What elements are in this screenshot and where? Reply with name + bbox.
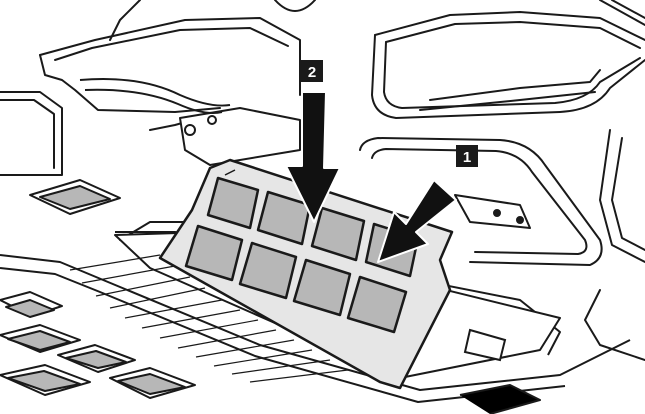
memory-chip — [238, 241, 298, 300]
memory-chip — [346, 275, 408, 334]
board-chips — [0, 179, 541, 414]
step-number: 1 — [463, 149, 471, 166]
screw-icon — [207, 115, 217, 125]
memory-chip — [256, 190, 312, 246]
wireless-card — [79, 78, 301, 166]
module-chips — [184, 176, 420, 334]
step-label-2: 2 — [301, 60, 323, 82]
memory-chip — [206, 176, 260, 230]
slot-contacts — [69, 254, 349, 383]
memory-chip — [292, 258, 352, 317]
step-2-arrow — [285, 91, 341, 223]
step-number: 2 — [308, 64, 316, 81]
slot-clip-right — [454, 194, 531, 229]
memory-chip — [310, 206, 366, 262]
step-label-1: 1 — [456, 145, 478, 167]
motherboard-outline — [0, 231, 631, 403]
step-1-arrow — [377, 179, 457, 263]
memory-chip — [184, 224, 244, 282]
screw-icon — [184, 124, 196, 136]
slot-latch-right — [463, 328, 507, 362]
memory-module — [158, 158, 454, 390]
chassis-outline — [0, 0, 645, 361]
